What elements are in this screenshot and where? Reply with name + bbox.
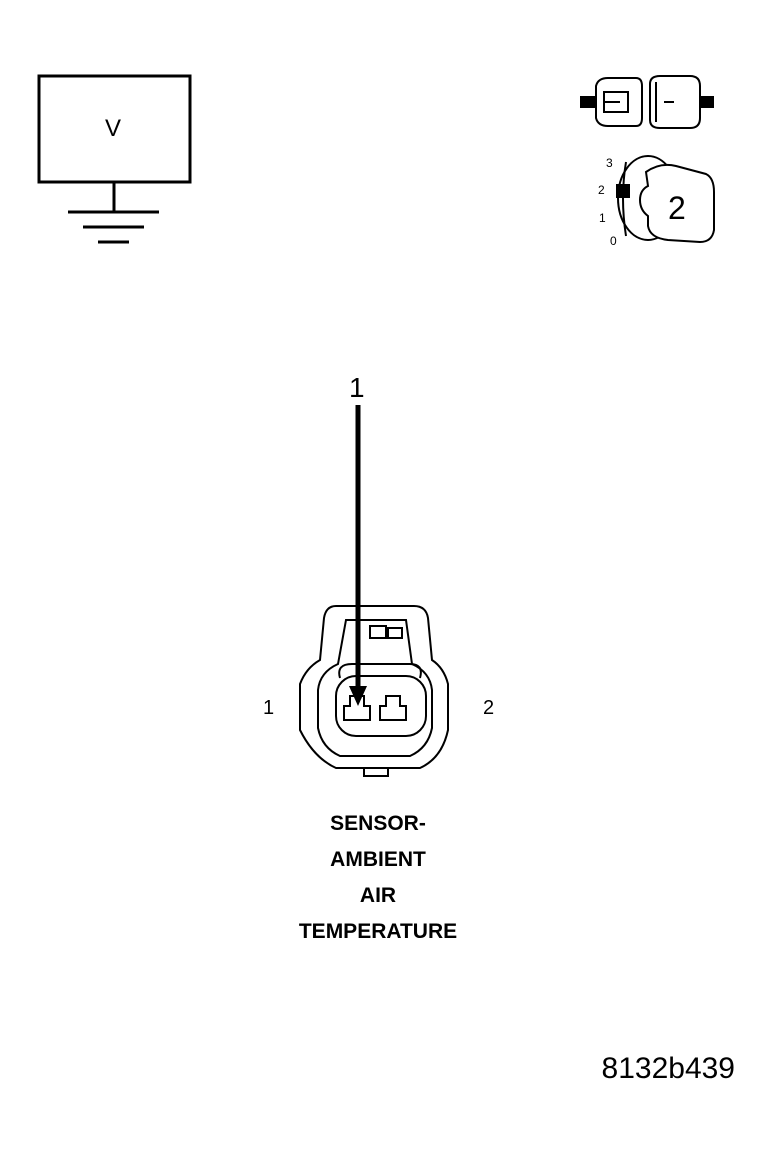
voltmeter-label: V [105, 115, 122, 142]
ignition-position-2: 2 [598, 183, 605, 197]
caption-line-4: TEMPERATURE [298, 920, 458, 943]
ignition-position-0: 0 [610, 234, 617, 248]
ignition-key-position: 2 [668, 190, 686, 226]
pin-label-right: 2 [483, 697, 495, 719]
connector-disconnect-icon [580, 75, 714, 129]
ignition-position-1: 1 [599, 211, 606, 225]
connector-cavity-2 [379, 695, 407, 721]
figure-id: 8132b439 [601, 1052, 735, 1085]
ignition-position-3: 3 [606, 156, 613, 170]
connector-cavity-1 [343, 695, 371, 721]
ground-icon [68, 210, 159, 244]
connector-face-view [299, 605, 449, 777]
callout-number: 1 [349, 372, 365, 403]
callout-arrow [349, 405, 367, 706]
caption-line-1: SENSOR- [330, 812, 426, 835]
voltmeter-symbol [37, 74, 192, 244]
caption-line-3: AIR [359, 884, 397, 907]
ignition-switch-icon [616, 155, 715, 244]
sensor-caption: SENSOR- AMBIENT AIR TEMPERATURE [200, 806, 556, 950]
pin-label-left: 1 [263, 697, 275, 719]
caption-line-2: AMBIENT [330, 848, 426, 871]
